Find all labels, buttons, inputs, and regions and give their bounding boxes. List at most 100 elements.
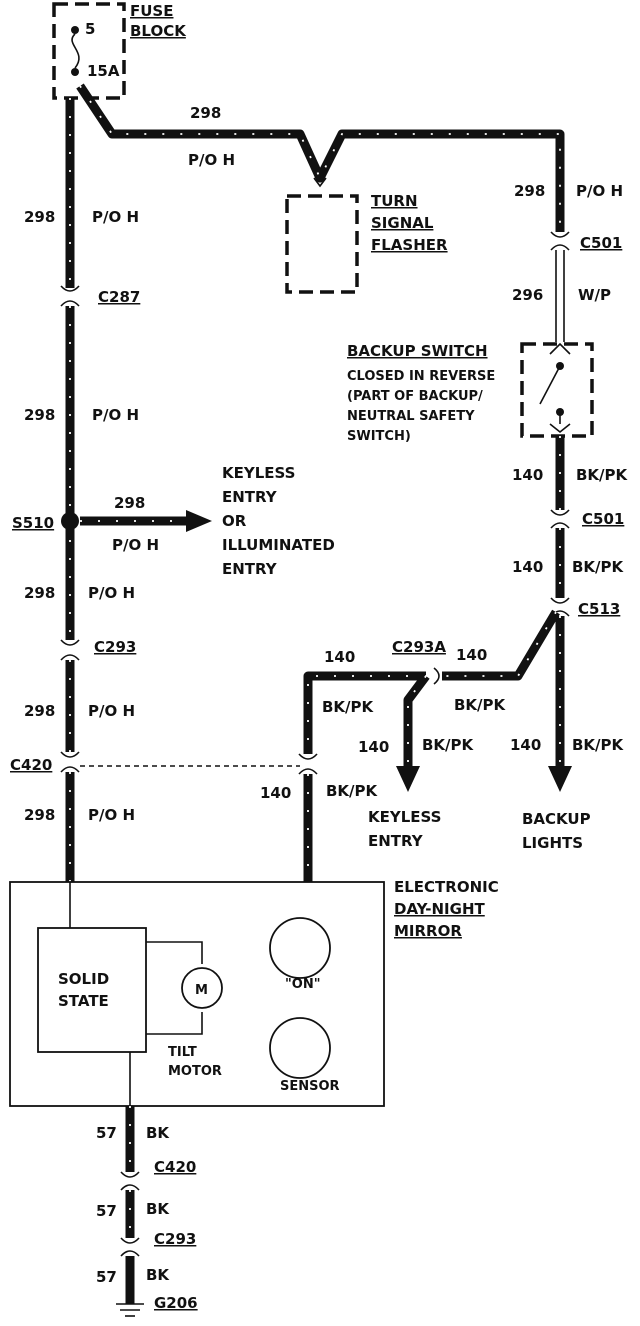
connector-label-c293a: C293A: [392, 638, 446, 656]
tilt-motor-label-1: TILT: [168, 1045, 197, 1060]
wire-label-right-298: 298: [514, 182, 545, 200]
wire-label-gnd-57-c: 57: [96, 1268, 117, 1286]
connector-c420-ground-symbol: [120, 1171, 140, 1191]
on-indicator-icon: [269, 917, 331, 979]
dest-keyless-illum-1: KEYLESS: [222, 464, 295, 482]
wire-label-right-poh: P/O H: [576, 182, 623, 200]
connector-label-c293: C293: [94, 638, 136, 656]
wire-label-right-140-b: 140: [512, 558, 543, 576]
wire-140-keyless: [403, 673, 430, 770]
dest-keyless-illum-3: OR: [222, 512, 247, 530]
fuse-block: 5 15A: [52, 2, 126, 100]
wire-label-gnd-57-a: 57: [96, 1124, 117, 1142]
solid-state-label-2: STATE: [58, 992, 109, 1010]
wire-140-c513-c293a: [442, 609, 560, 681]
connector-c501-top-symbol: [550, 231, 570, 251]
dest-keyless-1: KEYLESS: [368, 808, 441, 826]
wire-label-left-298-d: 298: [24, 702, 55, 720]
wire-label-keyless-bkpk: BK/PK: [422, 736, 475, 754]
sensor-icon: [269, 1017, 331, 1079]
motor-symbol: M: [195, 983, 208, 998]
ground-label-g206: G206: [154, 1294, 198, 1312]
wire-label-right-bkpk-a: BK/PK: [576, 466, 629, 484]
wire-label-left-poh-d: P/O H: [88, 702, 135, 720]
connector-label-c287: C287: [98, 288, 140, 306]
sensor-label: SENSOR: [280, 1079, 340, 1094]
wire-label-gnd-bk-a: BK: [146, 1124, 170, 1142]
solid-state-box: [37, 927, 147, 1053]
switch-contact-icon: [539, 365, 561, 405]
backup-switch: [520, 342, 594, 438]
connector-label-c293-ground: C293: [154, 1230, 196, 1248]
backup-switch-note-1: CLOSED IN REVERSE: [347, 369, 495, 384]
connector-label-c420-ground: C420: [154, 1158, 196, 1176]
connector-c293-ground-symbol: [120, 1237, 140, 1257]
connector-label-c501-bottom: C501: [582, 510, 624, 528]
connector-label-c501-top: C501: [580, 234, 622, 252]
tilt-motor-icon: [181, 967, 223, 1009]
wire-label-gnd-57-b: 57: [96, 1202, 117, 1220]
dest-keyless-illum-4: ILLUMINATED: [222, 536, 335, 554]
backup-switch-note-4: SWITCH): [347, 429, 411, 444]
splice-s510-dot: [61, 512, 79, 530]
tilt-motor-label-2: MOTOR: [168, 1064, 222, 1079]
backup-switch-title: BACKUP SWITCH: [347, 342, 488, 360]
wire-label-mid-140-b: 140: [456, 646, 487, 664]
arrow-keyless-illum-icon: [186, 510, 212, 532]
fuse-number: 5: [85, 20, 95, 38]
wire-label-gnd-bk-c: BK: [146, 1266, 170, 1284]
on-label: "ON": [285, 977, 320, 992]
mirror-title-2: DAY-NIGHT: [394, 900, 486, 918]
flasher-label-2: SIGNAL: [371, 214, 434, 232]
wire-296-wp: [555, 250, 565, 342]
wire-label-mid-140-a: 140: [324, 648, 355, 666]
connector-c287-symbol: [60, 285, 80, 307]
connector-c501-bottom-symbol: [550, 509, 570, 529]
wire-label-mid-bkpk-a: BK/PK: [322, 698, 375, 716]
wire-298-top: [76, 83, 565, 232]
wire-140-to-mirror-upper: [303, 671, 426, 754]
arrow-backup-lights-icon: [548, 766, 572, 792]
wire-label-gnd-bk-b: BK: [146, 1200, 170, 1218]
wire-label-left-298-c: 298: [24, 584, 55, 602]
connector-mirror-140-symbol: [298, 753, 318, 775]
wire-label-right-296: 296: [512, 286, 543, 304]
arrow-keyless-icon: [396, 766, 420, 792]
wire-label-left-poh-a: P/O H: [92, 208, 139, 226]
wire-label-branch-poh: P/O H: [112, 536, 159, 554]
ground-g206-icon: [116, 1303, 144, 1317]
fuse-block-label-2: BLOCK: [130, 22, 187, 40]
dest-keyless-illum-5: ENTRY: [222, 560, 278, 578]
wire-label-right-bkpk-c: BK/PK: [572, 736, 625, 754]
connector-label-c513: C513: [578, 600, 620, 618]
solid-state-label-1: SOLID: [58, 970, 109, 988]
wire-label-top-poh: P/O H: [188, 151, 235, 169]
backup-switch-note-3: NEUTRAL SAFETY: [347, 409, 475, 424]
wire-label-right-140-c: 140: [510, 736, 541, 754]
wire-label-top-298: 298: [190, 104, 221, 122]
connector-c420-symbol: [60, 751, 80, 773]
wire-label-left-298-a: 298: [24, 208, 55, 226]
turn-signal-flasher-box: [285, 194, 359, 294]
flasher-label-3: FLASHER: [371, 236, 448, 254]
dest-backup-2: LIGHTS: [522, 834, 583, 852]
fuse-rating: 15A: [87, 62, 120, 80]
connector-c293a-symbol: [433, 667, 440, 685]
wire-label-keyless-140: 140: [358, 738, 389, 756]
dest-backup-1: BACKUP: [522, 810, 591, 828]
wire-label-right-bkpk-b: BK/PK: [572, 558, 625, 576]
wire-label-mirror-bkpk: BK/PK: [326, 782, 379, 800]
wire-label-left-poh-b: P/O H: [92, 406, 139, 424]
wire-label-left-poh-c: P/O H: [88, 584, 135, 602]
wire-label-mid-bkpk-b: BK/PK: [454, 696, 507, 714]
wire-label-right-140-a: 140: [512, 466, 543, 484]
connector-c293-symbol: [60, 639, 80, 661]
wire-label-left-298-e: 298: [24, 806, 55, 824]
backup-switch-note-2: (PART OF BACKUP/: [347, 389, 483, 404]
wire-label-right-wp: W/P: [578, 286, 611, 304]
wire-label-branch-298: 298: [114, 494, 145, 512]
dest-keyless-illum-2: ENTRY: [222, 488, 278, 506]
dest-keyless-2: ENTRY: [368, 832, 424, 850]
wire-label-left-poh-e: P/O H: [88, 806, 135, 824]
